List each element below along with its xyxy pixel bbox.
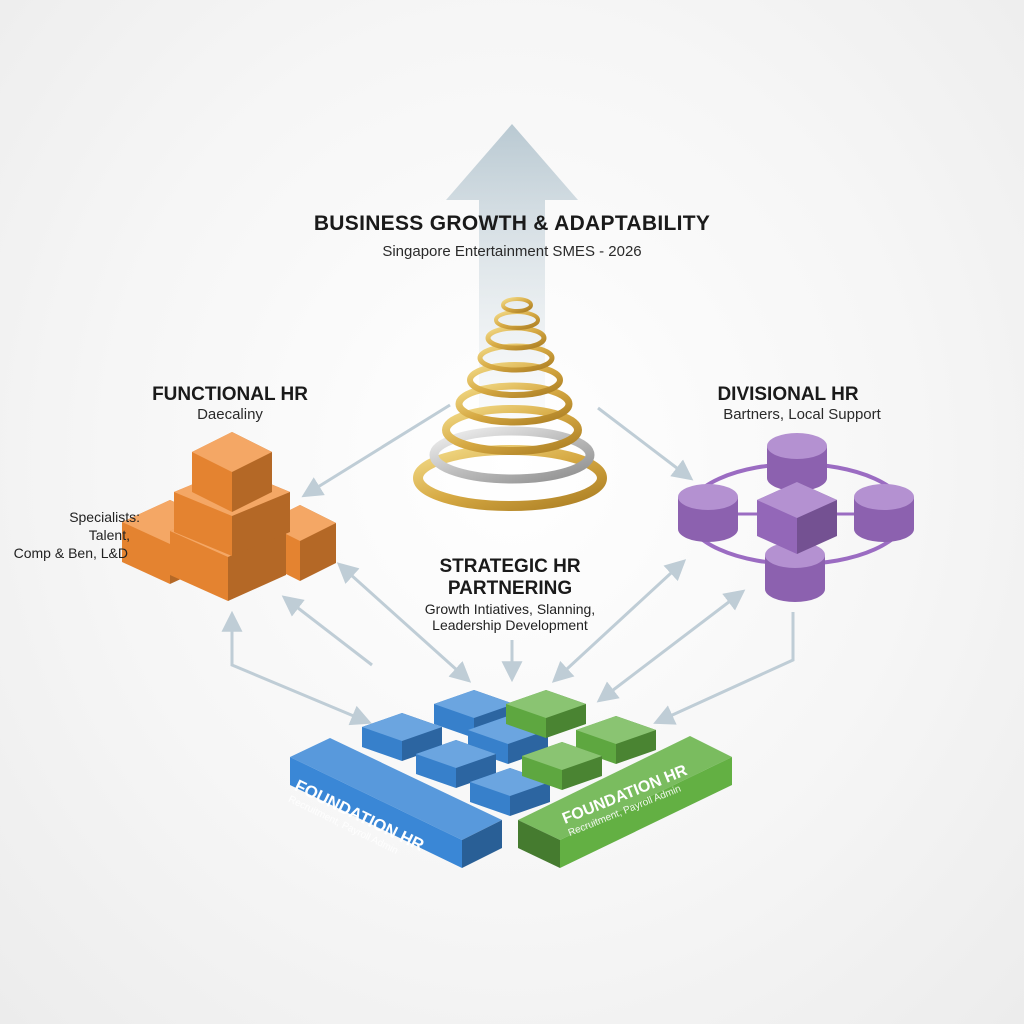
purple-node-top-top — [767, 433, 827, 459]
blue-slab-front — [290, 757, 462, 868]
green-slab-front — [560, 757, 732, 868]
green-slab-side — [518, 820, 560, 868]
blue-slab-side — [462, 820, 502, 868]
arrow-spring-to-functional — [301, 403, 451, 498]
blue-block-4-top — [416, 740, 496, 768]
blue-slab-top — [290, 738, 502, 840]
blue-block-2-top — [362, 713, 442, 741]
purple-node-top — [767, 433, 827, 491]
specialists-line-2: Comp & Ben, L&D — [13, 545, 128, 561]
green-block-1 — [506, 690, 586, 738]
foundation-blocks — [290, 690, 732, 868]
diagram-subtitle: Singapore Entertainment SMES - 2026 — [382, 243, 642, 260]
arrow-functional-elbow — [221, 610, 372, 726]
specialists-line-1: Talent, — [88, 527, 130, 543]
green-block-1-top — [506, 690, 586, 718]
strategic-desc-line-1: Growth Intiatives, Slanning, — [424, 601, 596, 617]
strategic-desc-line-2: Leadership Development — [432, 617, 588, 633]
strategic-title-line-1: STRATEGIC HR — [439, 556, 581, 577]
purple-node-right-top — [854, 484, 914, 510]
purple-node-left-top — [678, 484, 738, 510]
functional-cube-stack — [122, 432, 336, 601]
purple-node-bottom-body — [765, 555, 825, 602]
purple-node-bottom — [765, 542, 825, 602]
functional-subtitle: Daecaliny — [197, 406, 263, 423]
arrow-spring-to-divisional — [597, 406, 694, 481]
specialists-label: Specialists: — [69, 509, 140, 525]
orange-cube-5-top — [192, 432, 272, 472]
arrow-divisional-elbow — [653, 612, 795, 725]
arrow-functional-to-foundation-mid — [281, 595, 373, 667]
diagram-title: BUSINESS GROWTH & ADAPTABILITY — [313, 212, 711, 235]
divisional-title: DIVISIONAL HR — [717, 384, 859, 405]
connector-arrows — [221, 403, 795, 726]
arrow-foundation-to-divisional-mid — [596, 589, 746, 703]
blue-block-4 — [416, 740, 496, 788]
purple-center-cube — [757, 482, 837, 554]
purple-node-right — [854, 484, 914, 542]
strategic-title-line-2: PARTNERING — [447, 578, 573, 599]
purple-node-bottom-top — [765, 542, 825, 568]
green-block-3-top — [522, 742, 602, 770]
green-block-2 — [576, 716, 656, 764]
green-block-3 — [522, 742, 602, 790]
divisional-network — [678, 433, 914, 602]
divisional-subtitle: Bartners, Local Support — [723, 406, 881, 423]
orange-cube-5 — [192, 432, 272, 512]
green-block-2-top — [576, 716, 656, 744]
green-slab-top — [518, 736, 732, 840]
arrow-functional-to-foundation-long — [336, 562, 472, 683]
spiral-spring — [413, 297, 607, 511]
purple-node-left — [678, 484, 738, 542]
purple-center-cube-top — [757, 482, 837, 518]
functional-title: FUNCTIONAL HR — [152, 384, 308, 405]
blue-block-1-top — [434, 690, 514, 718]
growth-up-arrow — [446, 124, 578, 420]
